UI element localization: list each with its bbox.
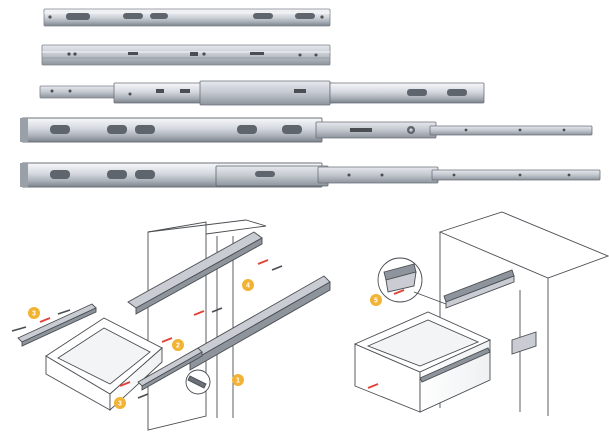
step-badge-4: 4 <box>242 279 254 291</box>
step-badge-1: 1 <box>232 374 244 386</box>
slide-rail-extended-large <box>20 117 593 143</box>
svg-text:3: 3 <box>32 311 36 318</box>
installation-diagram-left <box>17 219 331 431</box>
step-badge-5: 5 <box>370 294 382 306</box>
screw-arrows-right <box>367 289 405 389</box>
step-badge-2: 2 <box>172 339 184 351</box>
svg-text:1: 1 <box>236 378 240 385</box>
svg-text:5: 5 <box>374 298 378 305</box>
slide-rail-extended-widest <box>20 162 601 188</box>
slide-rail-closed-short <box>43 8 331 27</box>
svg-text:3: 3 <box>118 401 122 408</box>
svg-text:2: 2 <box>176 343 180 350</box>
screw-arrows-left <box>11 259 283 399</box>
slide-rail-closed-slim <box>41 44 331 66</box>
step-badge-3-bottom: 3 <box>114 397 126 409</box>
slide-rail-partly-extended <box>39 80 485 106</box>
step-badge-3-top: 3 <box>28 307 40 319</box>
installation-diagram-right <box>353 211 609 416</box>
svg-text:4: 4 <box>246 283 250 290</box>
